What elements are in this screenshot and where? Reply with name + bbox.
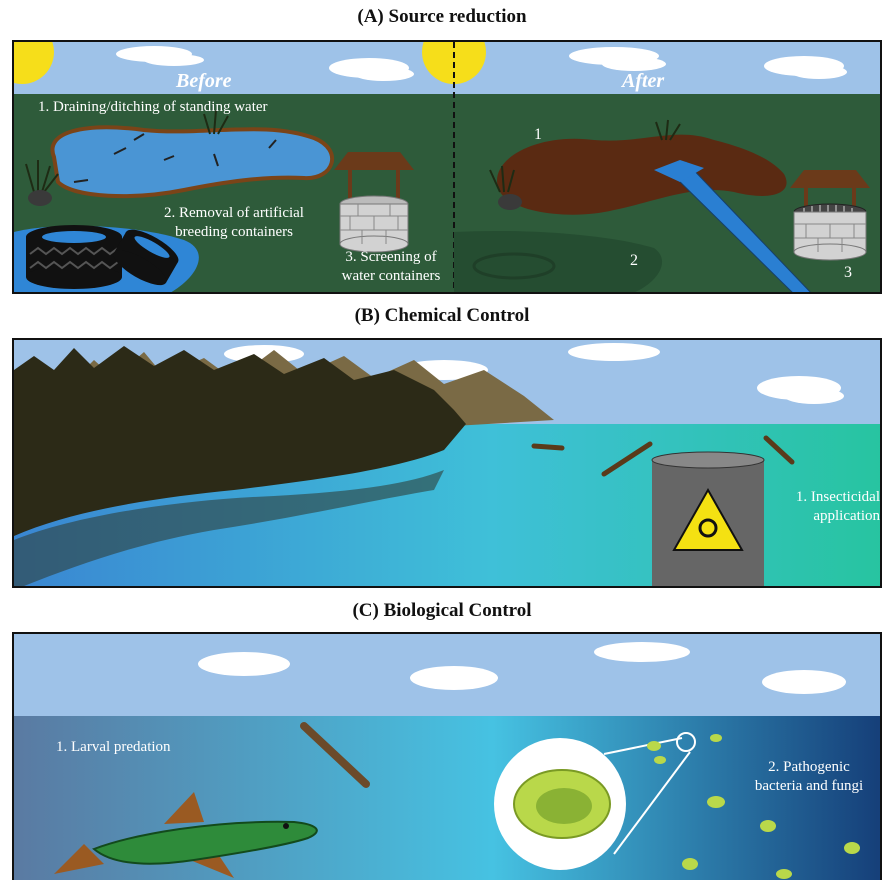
after-marker-3: 3 xyxy=(844,264,852,281)
panel-biological-control: 1. Larval predation 2. Pathogenic bacter… xyxy=(12,632,882,880)
rock xyxy=(28,190,52,206)
standing-water-pond xyxy=(50,125,335,199)
step-pathogenic: 2. Pathogenic bacteria and fungi xyxy=(736,758,880,796)
pathogen-particles xyxy=(647,734,860,879)
ditch-head xyxy=(654,160,704,182)
well-icon xyxy=(334,152,414,253)
larvae xyxy=(73,133,277,183)
tires-icon xyxy=(26,225,179,289)
biohazard-icon xyxy=(698,518,718,538)
zoom-line xyxy=(603,737,683,755)
reed-bank xyxy=(14,346,466,536)
after-marker-2: 2 xyxy=(630,252,638,269)
zoom-line xyxy=(613,751,691,855)
drained-mud xyxy=(496,134,787,215)
step-pathogenic-line1: 2. Pathogenic xyxy=(768,759,850,775)
panel-chemical-control: 1. Insecticidal application xyxy=(12,338,882,588)
panel-a-title: (A) Source reduction xyxy=(357,6,527,27)
pathogen-nucleus xyxy=(536,788,592,824)
clouds xyxy=(116,46,847,81)
grass-tuft xyxy=(489,119,681,193)
after-label: After xyxy=(622,70,665,92)
clouds xyxy=(198,642,846,694)
step-removal-line2: breeding containers xyxy=(175,224,293,240)
panel-c-title: (C) Biological Control xyxy=(352,600,532,621)
step-screening-line1: 3. Screening of xyxy=(345,249,437,265)
panel-b-illustration xyxy=(14,340,880,586)
step-screening-line2: water containers xyxy=(341,268,441,284)
predator-fish-icon xyxy=(54,792,318,878)
step-pathogenic-line2: bacteria and fungi xyxy=(754,778,864,794)
after-marker-1: 1 xyxy=(534,126,542,143)
panel-c-illustration xyxy=(14,634,880,880)
reed-reflection xyxy=(14,470,444,586)
insecticide-barrel xyxy=(651,451,765,586)
step-insecticide-line1: 1. Insecticidal xyxy=(795,489,880,505)
step-insecticide: 1. Insecticidal application xyxy=(714,488,880,526)
screened-well-icon xyxy=(790,170,870,261)
step-screening: 3. Screening of water containers xyxy=(330,248,452,286)
tire-outline xyxy=(472,252,556,280)
step-draining: 1. Draining/ditching of standing water xyxy=(38,99,268,115)
rock xyxy=(498,194,522,210)
zoom-circle xyxy=(676,732,696,752)
step-removal-containers: 2. Removal of artificial breeding contai… xyxy=(134,204,334,242)
step-larval-predation: 1. Larval predation xyxy=(56,739,171,755)
larvae xyxy=(531,435,795,477)
panel-a-illustration xyxy=(14,42,880,292)
grass-tuft xyxy=(25,109,229,193)
step-removal-line1: 2. Removal of artificial xyxy=(164,205,304,221)
step-insecticide-line2: application xyxy=(813,508,880,524)
larva-icon xyxy=(300,722,370,788)
before-label: Before xyxy=(176,70,232,92)
panel-source-reduction: Before After 1. Draining/ditching of sta… xyxy=(12,40,882,294)
panel-b-title: (B) Chemical Control xyxy=(354,305,530,326)
sun-icon xyxy=(14,42,54,84)
